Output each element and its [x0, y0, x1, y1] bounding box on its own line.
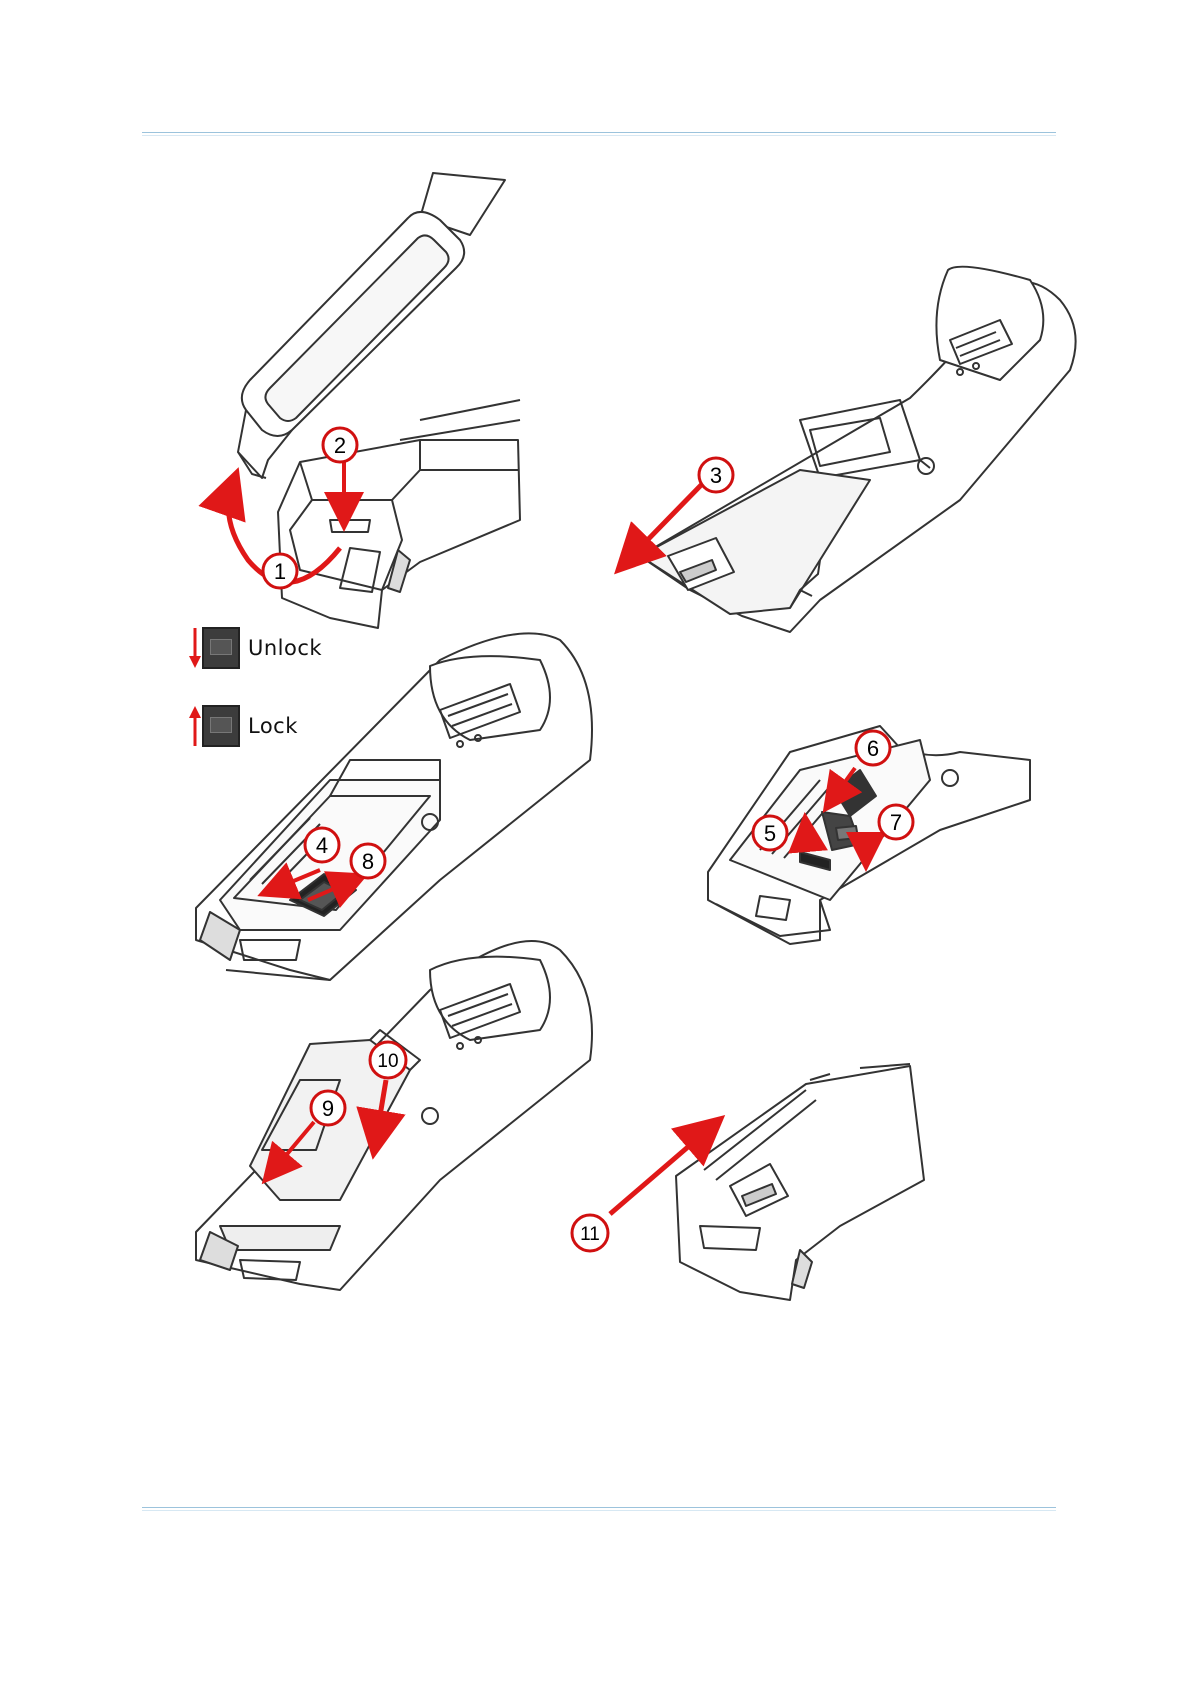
- panel-sim-holder-unlock: [196, 633, 592, 980]
- panel-remove-cover: [640, 267, 1076, 632]
- step-2-label: 2: [334, 433, 346, 458]
- step-badge-7: 7: [879, 805, 913, 839]
- panel-replace-cover: [676, 1064, 924, 1300]
- step-3-label: 3: [710, 463, 722, 488]
- step-5-arrow: [806, 828, 808, 852]
- step-badge-1: 1: [263, 554, 297, 588]
- step-badge-8: 8: [351, 844, 385, 878]
- arrow-down-icon: [188, 626, 202, 670]
- step-4-label: 4: [316, 833, 328, 858]
- step-badge-11: 11: [572, 1215, 608, 1251]
- legend-lock-label: Lock: [248, 714, 298, 738]
- step-9-label: 9: [322, 1096, 334, 1121]
- step-10-label: 10: [377, 1051, 398, 1072]
- step-badge-5: 5: [753, 816, 787, 850]
- step-6-label: 6: [867, 736, 879, 761]
- arrow-up-icon: [188, 704, 202, 748]
- step-badge-6: 6: [856, 731, 890, 765]
- footer-rule: [142, 1507, 1056, 1508]
- step-badge-3: 3: [699, 458, 733, 492]
- step-5-label: 5: [764, 821, 776, 846]
- legend-unlock: Unlock: [188, 626, 322, 670]
- legend-lock: Lock: [188, 704, 298, 748]
- step-badge-4: 4: [305, 828, 339, 862]
- step-1-label: 1: [274, 559, 286, 584]
- legend-unlock-label: Unlock: [248, 636, 322, 660]
- step-badge-10: 10: [370, 1042, 406, 1078]
- switch-icon: [202, 627, 240, 669]
- step-7-label: 7: [890, 810, 902, 835]
- panel-insert-battery: [196, 941, 592, 1290]
- step-badge-9: 9: [311, 1091, 345, 1125]
- step-badge-2: 2: [323, 428, 357, 462]
- step-11-label: 11: [580, 1224, 600, 1245]
- step-8-label: 8: [362, 849, 374, 874]
- switch-icon: [202, 705, 240, 747]
- footer-rule-shadow: [142, 1510, 1056, 1511]
